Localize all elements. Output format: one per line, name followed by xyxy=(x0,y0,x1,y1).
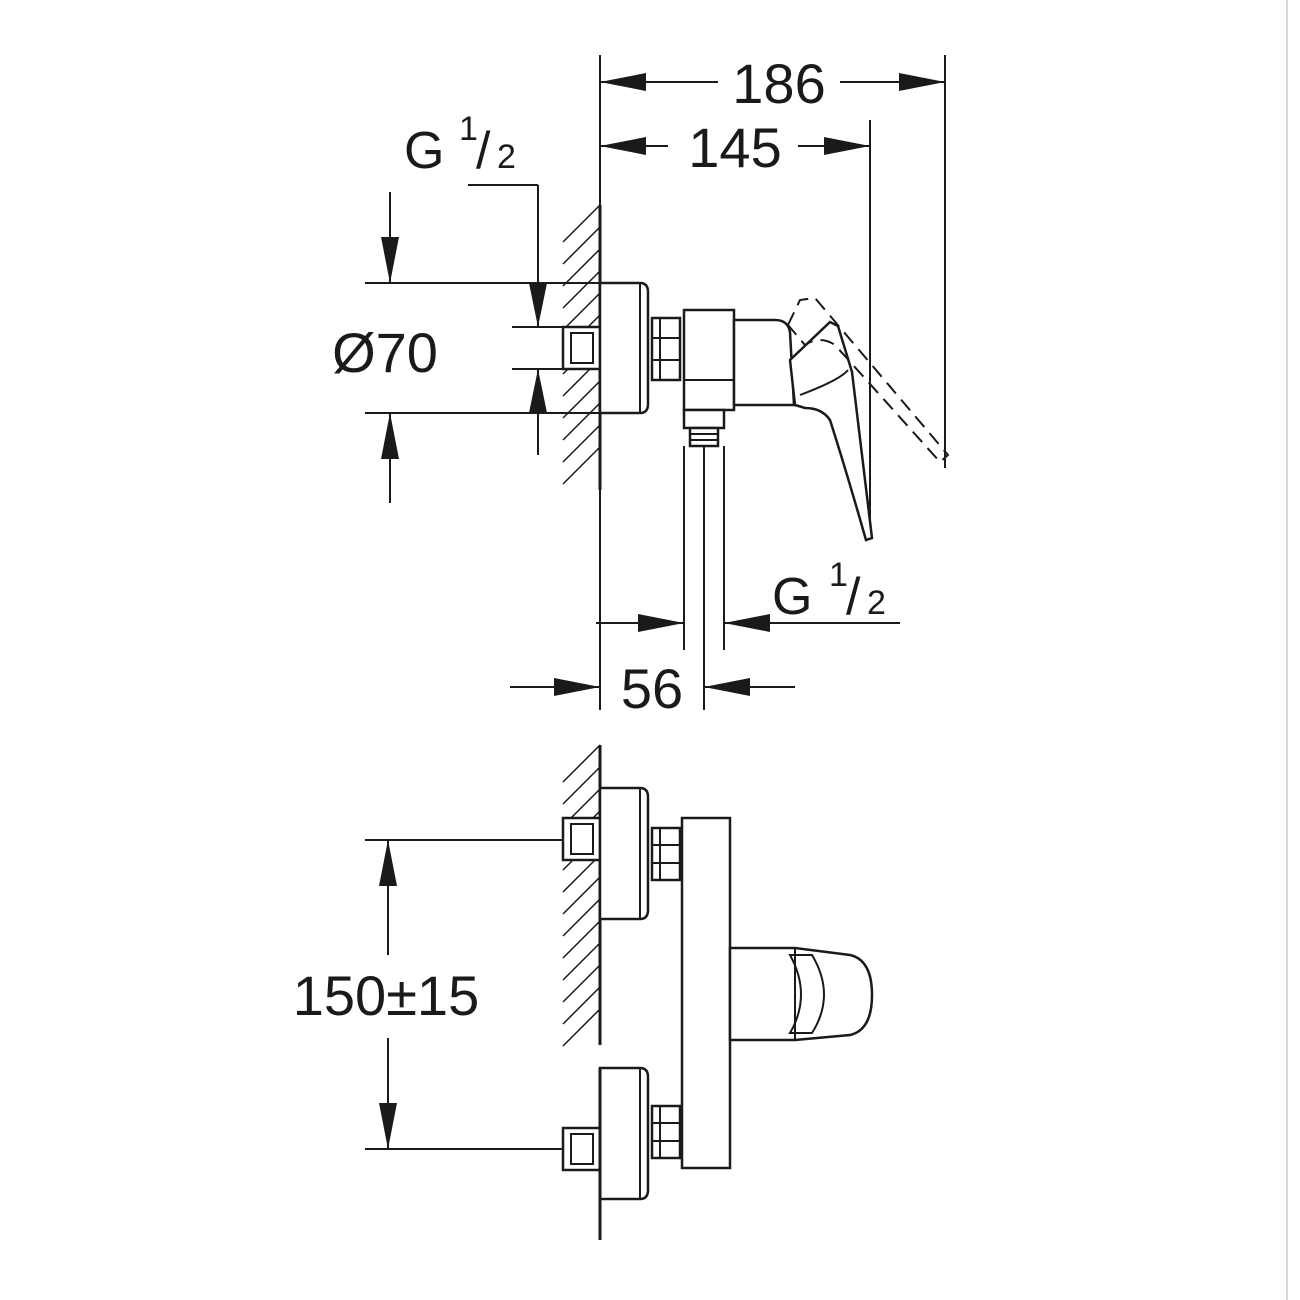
dimension-150: 150±15 xyxy=(293,839,563,1150)
mixer-bar-front xyxy=(680,816,732,1170)
dimension-145: 145 xyxy=(600,116,871,520)
mixer-body-side xyxy=(682,308,736,412)
dimension-diameter-70: Ø70 xyxy=(332,192,600,503)
thread-outlet-prefix: G xyxy=(772,568,812,626)
upper-nut-front xyxy=(650,826,682,882)
outlet-collar xyxy=(682,408,726,430)
dimension-56: 56 xyxy=(510,600,795,720)
dim-label-145: 145 xyxy=(688,116,781,179)
front-view xyxy=(561,744,874,1240)
dim-label-56: 56 xyxy=(621,657,683,720)
thread-outlet-denominator: 2 xyxy=(867,584,886,622)
upper-rosette-front xyxy=(598,786,650,921)
wall-hatch-side xyxy=(562,204,601,485)
hex-nut-side xyxy=(650,316,682,382)
rosette-side xyxy=(598,281,650,415)
lever-handle-side xyxy=(788,320,874,542)
cartridge-housing-side xyxy=(732,318,796,407)
thread-inlet-slash: / xyxy=(476,122,491,180)
lower-nut-front xyxy=(650,1104,682,1160)
thread-label-outlet: G 1 / 2 xyxy=(596,556,900,632)
thread-label-inlet: G 1 / 2 xyxy=(404,110,600,455)
lever-handle-open-dashed xyxy=(786,296,950,464)
thread-outlet-slash: / xyxy=(846,568,861,626)
thread-inlet-denominator: 2 xyxy=(497,138,516,176)
thread-inlet-prefix: G xyxy=(404,122,444,180)
side-view xyxy=(561,204,950,710)
dim-label-diameter: Ø70 xyxy=(332,321,438,384)
thread-inlet-numerator: 1 xyxy=(459,110,478,148)
dim-label-150: 150±15 xyxy=(293,964,479,1027)
dim-label-186: 186 xyxy=(732,52,825,115)
lower-rosette-front xyxy=(598,1066,650,1201)
thread-outlet-numerator: 1 xyxy=(829,556,848,594)
wall-hatch-front xyxy=(562,744,601,1047)
